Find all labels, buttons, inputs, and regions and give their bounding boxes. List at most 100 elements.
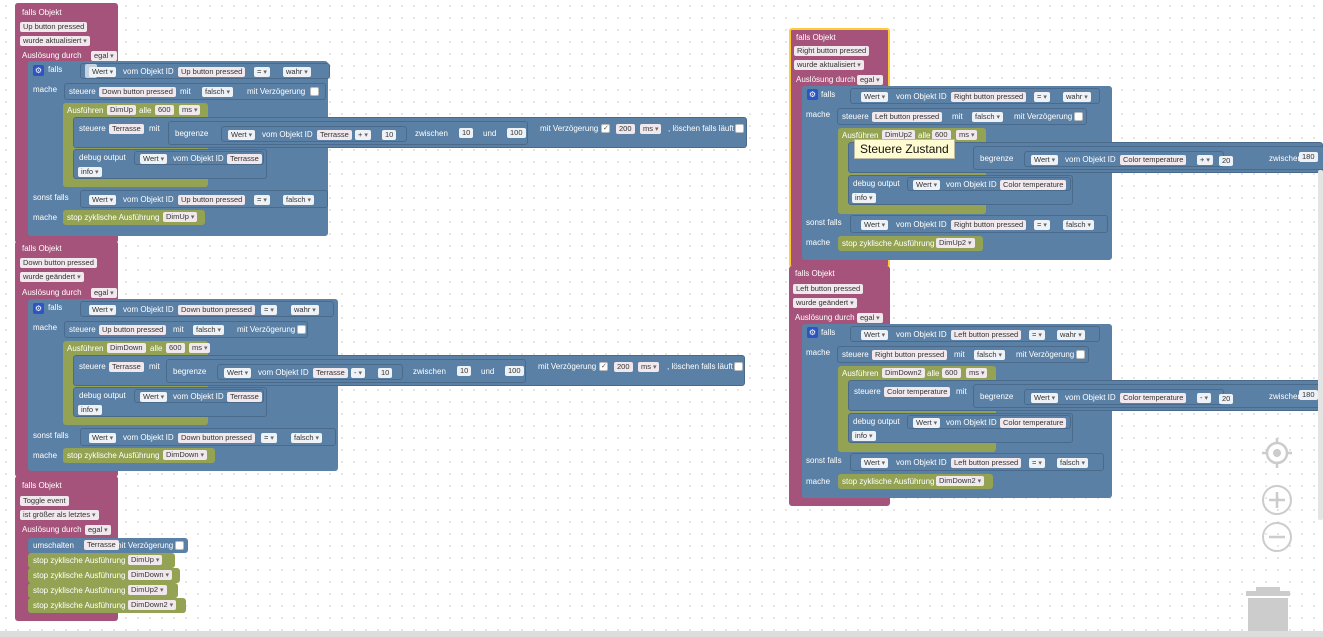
- delay-ms-field[interactable]: 200: [614, 362, 633, 372]
- gear-icon[interactable]: ⚙: [807, 327, 818, 338]
- object-id-field[interactable]: Right button pressed: [951, 220, 1027, 230]
- object-field[interactable]: Up button pressed: [20, 22, 88, 32]
- object-field[interactable]: Toggle event: [20, 496, 69, 506]
- value-dropdown[interactable]: wahr: [1057, 330, 1085, 340]
- stop-interval-block[interactable]: stop zyklische Ausführung DimUp2: [838, 236, 983, 251]
- debug-block[interactable]: debug output Wert vom Objekt ID Color te…: [848, 413, 1073, 443]
- interval-name-field[interactable]: DimUp: [107, 105, 136, 115]
- wert-dropdown[interactable]: Wert: [1031, 155, 1059, 165]
- delay-ms-field[interactable]: 200: [616, 124, 635, 134]
- wert-dropdown[interactable]: Wert: [913, 418, 941, 428]
- mode-dropdown[interactable]: wurde geändert: [793, 298, 857, 308]
- object-id-field[interactable]: Left button pressed: [951, 458, 1022, 468]
- operator-dropdown[interactable]: =: [1034, 220, 1050, 230]
- log-level-dropdown[interactable]: info: [78, 167, 102, 177]
- object-id-field[interactable]: Down button pressed: [178, 433, 255, 443]
- value-dropdown[interactable]: wahr: [291, 305, 319, 315]
- object-id-field[interactable]: Terrasse: [227, 392, 262, 402]
- object-id-field[interactable]: Color temperature: [1000, 418, 1067, 428]
- trigger-dropdown[interactable]: egal: [91, 51, 117, 61]
- wert-dropdown[interactable]: Wert: [140, 154, 168, 164]
- debug-block[interactable]: debug output Wert vom Objekt ID Color te…: [848, 175, 1073, 205]
- object-id-field[interactable]: Down button pressed: [178, 305, 255, 315]
- log-level-dropdown[interactable]: info: [852, 193, 876, 203]
- math-operator-dropdown[interactable]: +: [1197, 155, 1213, 165]
- number-field[interactable]: 10: [382, 130, 397, 140]
- math-operator-dropdown[interactable]: -: [1197, 393, 1211, 403]
- stop-interval-block[interactable]: stop zyklische Ausführung DimDown2: [28, 598, 186, 613]
- interval-unit-dropdown[interactable]: ms: [189, 343, 211, 353]
- interval-unit-dropdown[interactable]: ms: [956, 130, 978, 140]
- object-id-field[interactable]: Terrasse: [313, 368, 348, 378]
- object-id-field[interactable]: Color temperature: [1000, 180, 1067, 190]
- operator-dropdown[interactable]: =: [1029, 330, 1045, 340]
- object-id-field[interactable]: Terrasse: [227, 154, 262, 164]
- stop-name-dropdown[interactable]: DimUp2: [936, 238, 975, 248]
- object-id-field[interactable]: Terrasse: [317, 130, 352, 140]
- trigger-dropdown[interactable]: egal: [857, 75, 883, 85]
- operator-dropdown[interactable]: =: [261, 433, 277, 443]
- crosshair-icon[interactable]: [1261, 437, 1293, 469]
- horizontal-scrollbar[interactable]: [0, 631, 1323, 637]
- interval-ms-field[interactable]: 600: [932, 130, 951, 140]
- wert-dropdown[interactable]: Wert: [861, 458, 889, 468]
- control-value-dropdown[interactable]: falsch: [972, 112, 1004, 122]
- wert-dropdown[interactable]: Wert: [89, 305, 117, 315]
- control-object-field[interactable]: Right button pressed: [872, 350, 948, 360]
- delay-unit-dropdown[interactable]: ms: [640, 124, 662, 134]
- control-object-field[interactable]: Up button pressed: [99, 325, 167, 335]
- log-level-dropdown[interactable]: info: [78, 405, 102, 415]
- stop-name-dropdown[interactable]: DimDown: [128, 570, 172, 580]
- interval-unit-dropdown[interactable]: ms: [966, 368, 988, 378]
- control-value-dropdown[interactable]: falsch: [193, 325, 225, 335]
- stop-interval-block[interactable]: stop zyklische Ausführung DimUp: [63, 210, 205, 225]
- trigger-dropdown[interactable]: egal: [857, 313, 883, 323]
- debug-block[interactable]: debug output Wert vom Objekt ID Terrasse…: [73, 387, 267, 417]
- vertical-scrollbar[interactable]: [1318, 170, 1323, 520]
- control-value-dropdown[interactable]: falsch: [974, 350, 1006, 360]
- operator-dropdown[interactable]: =: [1029, 458, 1045, 468]
- wert-dropdown[interactable]: Wert: [89, 195, 117, 205]
- wert-dropdown[interactable]: Wert: [89, 433, 117, 443]
- number-field[interactable]: 20: [1219, 394, 1234, 404]
- operator-dropdown[interactable]: =: [261, 305, 277, 315]
- delay-checkbox[interactable]: [297, 325, 306, 334]
- wert-dropdown[interactable]: Wert: [861, 220, 889, 230]
- min-field[interactable]: 10: [457, 366, 472, 376]
- stop-interval-block[interactable]: stop zyklische Ausführung DimDown: [63, 448, 215, 463]
- interval-ms-field[interactable]: 600: [166, 343, 185, 353]
- clear-running-checkbox[interactable]: [735, 124, 744, 133]
- operator-dropdown[interactable]: =: [254, 67, 270, 77]
- control-object-field[interactable]: Left button pressed: [872, 112, 943, 122]
- delay-checkbox[interactable]: [1076, 350, 1085, 359]
- operator-dropdown[interactable]: =: [254, 195, 270, 205]
- toggle-block[interactable]: umschalten Terrasse mit Verzögerung: [28, 538, 188, 553]
- min-field[interactable]: 10: [459, 128, 474, 138]
- wert-dropdown[interactable]: Wert: [224, 368, 252, 378]
- stop-name-dropdown[interactable]: DimUp: [128, 555, 163, 565]
- stop-interval-block[interactable]: stop zyklische Ausführung DimUp: [28, 553, 175, 568]
- value-dropdown[interactable]: wahr: [283, 67, 311, 77]
- stop-interval-block[interactable]: stop zyklische Ausführung DimDown2: [838, 474, 993, 489]
- control-object-field[interactable]: Color temperature: [884, 387, 951, 397]
- plus-icon[interactable]: [1261, 484, 1293, 516]
- control-object-field[interactable]: Down button pressed: [99, 87, 176, 97]
- control-value-dropdown[interactable]: falsch: [202, 87, 234, 97]
- control-block-color[interactable]: steuere Color temperature mit begrenze W…: [848, 380, 1323, 411]
- interval-unit-dropdown[interactable]: ms: [179, 105, 201, 115]
- number-field[interactable]: 20: [1219, 156, 1234, 166]
- value-dropdown[interactable]: falsch: [1057, 458, 1089, 468]
- control-object-field[interactable]: Terrasse: [109, 124, 144, 134]
- wert-dropdown[interactable]: Wert: [140, 392, 168, 402]
- min-field[interactable]: 180: [1299, 390, 1318, 400]
- delay-unit-dropdown[interactable]: ms: [638, 362, 660, 372]
- wert-dropdown[interactable]: Wert: [861, 330, 889, 340]
- stop-interval-block[interactable]: stop zyklische Ausführung DimUp2: [28, 583, 178, 598]
- operator-dropdown[interactable]: =: [1034, 92, 1050, 102]
- toggle-object-field[interactable]: Terrasse: [84, 540, 119, 550]
- wert-dropdown[interactable]: Wert: [1031, 393, 1059, 403]
- stop-name-dropdown[interactable]: DimDown: [163, 450, 207, 460]
- delay-checkbox[interactable]: [601, 124, 610, 133]
- delay-checkbox[interactable]: [310, 87, 319, 96]
